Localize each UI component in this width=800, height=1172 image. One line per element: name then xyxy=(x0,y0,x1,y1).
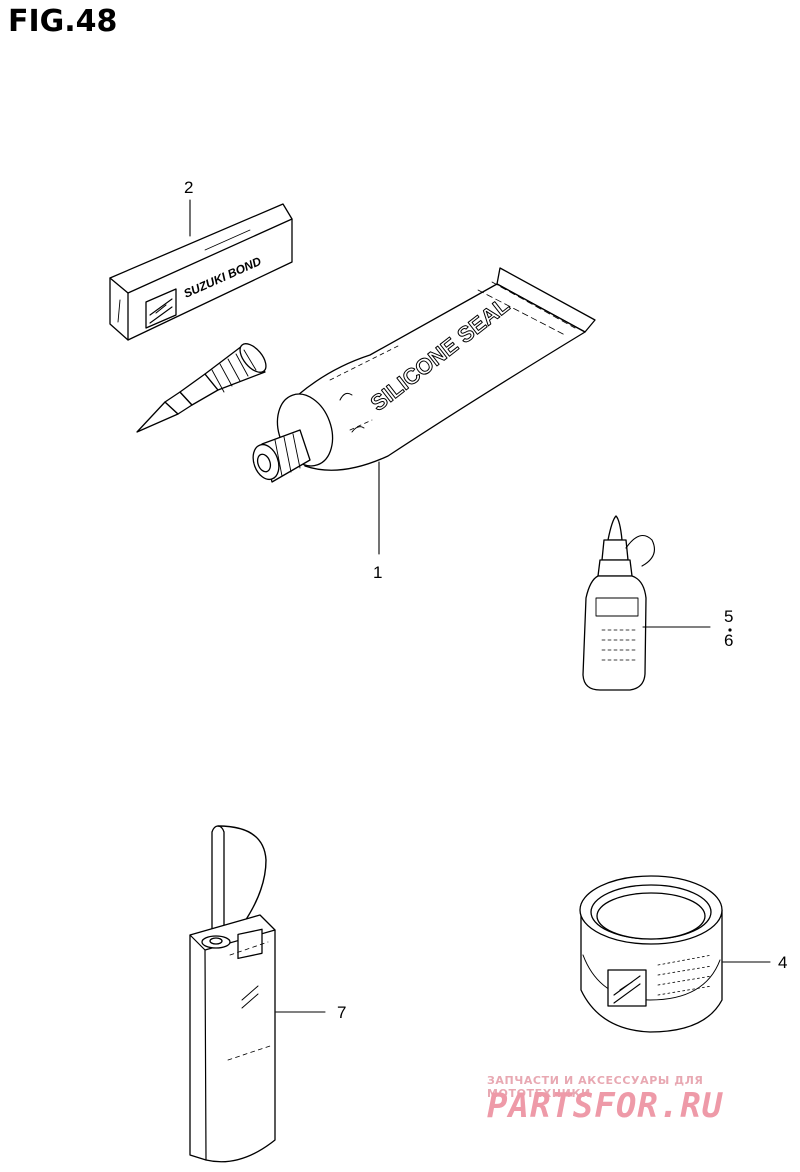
leader-lines xyxy=(189,199,771,1013)
watermark-tagline: ЗАПЧАСТИ И АКСЕССУАРЫ ДЛЯ МОТОТЕХНИКИ xyxy=(487,1074,704,1100)
oil-bottle xyxy=(582,515,655,691)
callout-1: 1 xyxy=(373,563,382,582)
callout-6: 6 xyxy=(724,631,733,650)
callout-7: 7 xyxy=(337,1003,346,1022)
page-title: FIG.48 xyxy=(8,4,118,39)
spray-can xyxy=(189,825,276,1163)
silicone-seal-tube: SILICONE SEAL xyxy=(252,267,596,483)
callout-2: 2 xyxy=(184,178,193,197)
bond-nozzle xyxy=(136,343,267,433)
callout-5: 5 xyxy=(724,607,733,626)
watermark-brand: PARTSFOR.RU xyxy=(487,1086,724,1126)
callout-4: 4 xyxy=(778,953,787,972)
suzuki-bond-box: SUZUKI BOND xyxy=(109,203,293,341)
callout-separator-dot xyxy=(728,628,732,632)
grease-tin xyxy=(579,875,723,1033)
